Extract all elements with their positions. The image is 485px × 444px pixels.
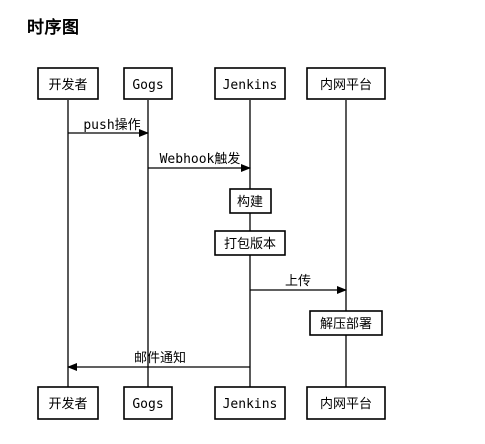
- note-label: 解压部署: [320, 317, 372, 332]
- participant-bottom-gogs: Gogs: [123, 386, 173, 420]
- note-deploy: 解压部署: [309, 310, 383, 336]
- message-upload: 上传: [250, 274, 347, 294]
- participant-label: Jenkins: [223, 78, 278, 93]
- participant-top-intranet: 内网平台: [306, 67, 386, 100]
- participant-label: Gogs: [132, 397, 163, 412]
- message-label: 上传: [285, 274, 311, 289]
- message-label: 邮件通知: [134, 350, 186, 366]
- participant-top-dev: 开发者: [37, 67, 99, 100]
- message-email-notify: 邮件通知: [67, 350, 250, 371]
- note-label: 打包版本: [224, 237, 276, 252]
- message-webhook: Webhook触发: [148, 151, 251, 172]
- note-package: 打包版本: [214, 230, 286, 256]
- participant-label: Gogs: [132, 78, 163, 93]
- note-build: 构建: [229, 188, 272, 214]
- note-label: 构建: [237, 195, 263, 210]
- participant-top-jenkins: Jenkins: [214, 67, 286, 100]
- participant-top-gogs: Gogs: [123, 67, 173, 100]
- participant-bottom-jenkins: Jenkins: [214, 386, 286, 420]
- page-title: 时序图: [27, 18, 80, 38]
- participant-label: Jenkins: [223, 397, 278, 412]
- participant-label: 内网平台: [320, 77, 372, 93]
- message-label: Webhook触发: [160, 151, 241, 167]
- participant-label: 开发者: [48, 396, 87, 412]
- participant-bottom-intranet: 内网平台: [306, 386, 386, 420]
- message-push: push操作: [68, 117, 149, 137]
- participant-label: 开发者: [48, 77, 87, 93]
- message-label: push操作: [83, 117, 140, 133]
- participant-label: 内网平台: [320, 396, 372, 412]
- participant-bottom-dev: 开发者: [37, 386, 99, 420]
